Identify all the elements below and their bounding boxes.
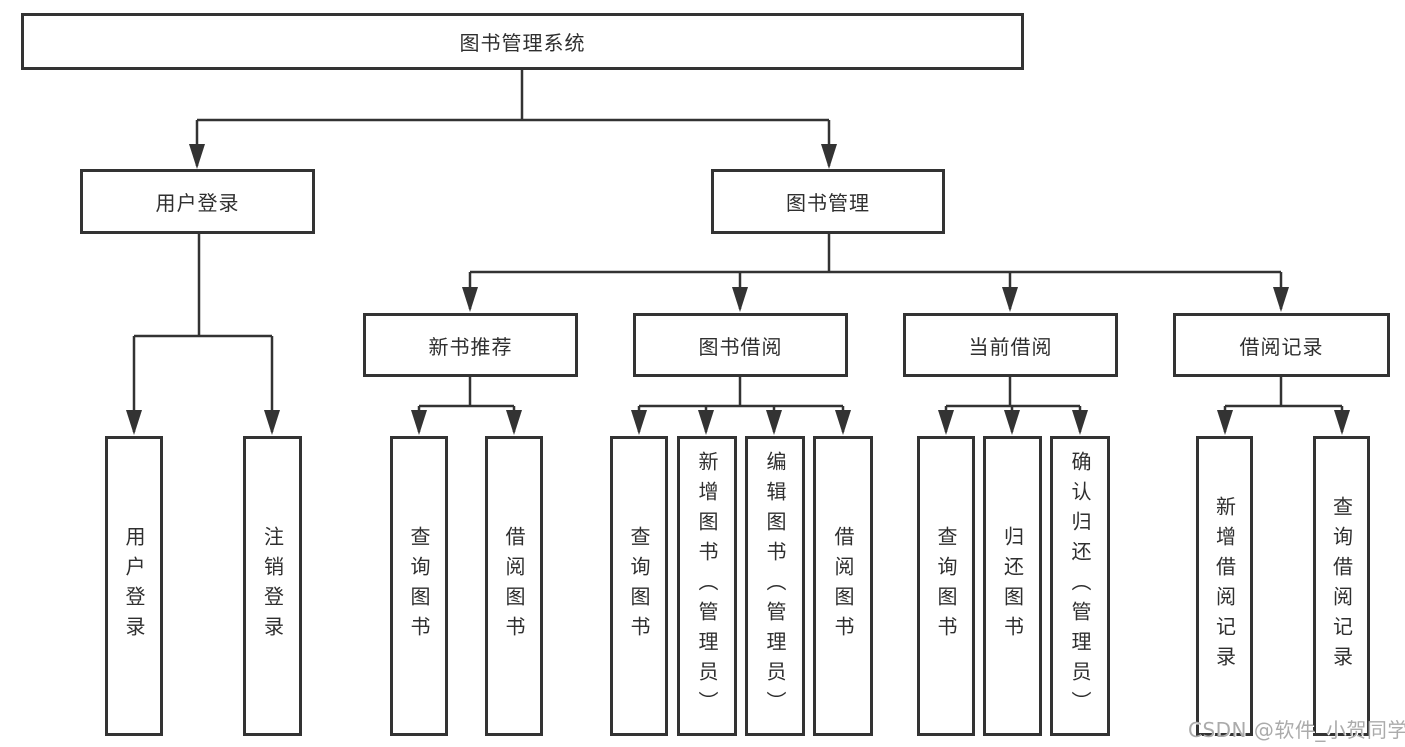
leaf-user-login: 用户登录 <box>105 436 163 736</box>
leaf-label: 注销登录 <box>260 526 285 646</box>
leaf-confirm-return-admin: 确认归还（管理员） <box>1050 436 1110 736</box>
node-user-login: 用户登录 <box>80 169 315 234</box>
leaf-label: 确认归还（管理员） <box>1068 451 1092 721</box>
leaf-query-books-current: 查询图书 <box>917 436 975 736</box>
leaf-return-books: 归还图书 <box>983 436 1042 736</box>
watermark: CSDN @软件_小贺同学 <box>1188 718 1405 742</box>
leaf-label: 查询图书 <box>407 526 431 646</box>
node-label: 借阅记录 <box>1239 334 1324 359</box>
leaf-add-books-admin: 新增图书（管理员） <box>677 436 737 736</box>
node-label: 图书借阅 <box>698 334 783 359</box>
arrow-down-icons <box>126 144 1350 435</box>
node-book-borrowing: 图书借阅 <box>633 313 848 377</box>
leaf-label: 新增图书（管理员） <box>695 451 719 721</box>
leaf-label: 借阅图书 <box>502 526 526 646</box>
node-current-borrowing: 当前借阅 <box>903 313 1118 377</box>
leaf-query-borrow-record: 查询借阅记录 <box>1313 436 1370 736</box>
node-borrowing-records: 借阅记录 <box>1173 313 1390 377</box>
leaf-label: 用户登录 <box>122 526 146 646</box>
node-label: 图书管理系统 <box>459 31 586 55</box>
leaf-label: 查询图书 <box>627 526 651 646</box>
leaf-label: 查询图书 <box>934 526 958 646</box>
node-new-book-recommendation: 新书推荐 <box>363 313 578 377</box>
leaf-borrow-books-recommend: 借阅图书 <box>485 436 543 736</box>
leaf-label: 归还图书 <box>1000 526 1025 646</box>
node-library-management-system: 图书管理系统 <box>21 13 1024 70</box>
leaf-borrow-books: 借阅图书 <box>813 436 873 736</box>
leaf-label: 编辑图书（管理员） <box>763 451 787 721</box>
leaf-query-books-borrowing: 查询图书 <box>610 436 668 736</box>
leaf-edit-books-admin: 编辑图书（管理员） <box>745 436 805 736</box>
leaf-query-books-recommend: 查询图书 <box>390 436 448 736</box>
node-label: 图书管理 <box>786 191 870 215</box>
connector-elbows <box>132 69 1344 432</box>
leaf-label: 查询借阅记录 <box>1329 496 1354 676</box>
node-book-management: 图书管理 <box>711 169 945 234</box>
node-label: 当前借阅 <box>968 334 1053 359</box>
node-label: 新书推荐 <box>428 334 513 359</box>
leaf-label: 借阅图书 <box>831 526 855 646</box>
node-label: 用户登录 <box>155 191 240 215</box>
leaf-logout: 注销登录 <box>243 436 302 736</box>
leaf-label: 新增借阅记录 <box>1212 496 1237 676</box>
leaf-add-borrow-record: 新增借阅记录 <box>1196 436 1253 736</box>
